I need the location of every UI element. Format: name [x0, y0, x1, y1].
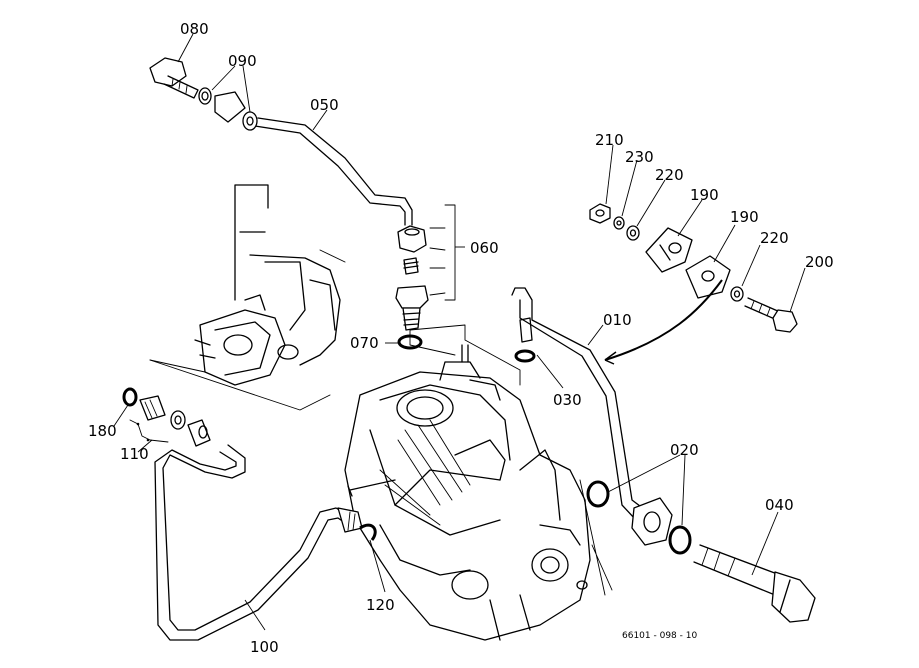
label-210: 210 [595, 131, 624, 149]
label-120: 120 [366, 596, 395, 614]
label-040: 040 [765, 496, 794, 514]
label-220-upper: 220 [655, 166, 684, 184]
bolt-200 [744, 297, 798, 333]
label-190-left: 190 [690, 186, 719, 204]
clip-120 [359, 523, 377, 541]
washer-230 [613, 216, 625, 230]
washers-090 [198, 87, 258, 131]
washer-220-right [730, 286, 744, 302]
o-ring-070 [397, 334, 423, 350]
hydraulic-pump-assembly [149, 184, 346, 411]
label-020: 020 [670, 441, 699, 459]
fittings-110 [129, 395, 211, 447]
label-220-lower: 220 [760, 229, 789, 247]
label-190-right: 190 [730, 208, 759, 226]
o-ring-180 [122, 387, 138, 407]
clamp-190-right [685, 255, 731, 299]
clamp-190-left [645, 227, 693, 273]
label-050: 050 [310, 96, 339, 114]
label-060: 060 [470, 239, 499, 257]
pipe-050 [254, 117, 413, 226]
part-labels: 080 090 050 060 070 030 010 020 040 210 … [88, 20, 834, 656]
label-010: 010 [603, 311, 632, 329]
banjo-bolt-040 [693, 544, 816, 623]
label-230: 230 [625, 148, 654, 166]
label-070: 070 [350, 334, 379, 352]
label-110: 110 [120, 445, 149, 463]
o-rings-020 [586, 480, 692, 555]
label-200: 200 [805, 253, 834, 271]
leader-lines [113, 33, 806, 631]
fitting-060 [395, 204, 456, 331]
hose-100 [154, 444, 363, 641]
transmission-case [344, 324, 613, 641]
o-ring-030 [514, 317, 536, 363]
figure-reference: 66101 - 098 - 10 [622, 631, 697, 641]
pipe-010 [511, 287, 673, 546]
label-180: 180 [88, 422, 117, 440]
label-100: 100 [250, 638, 279, 656]
banjo-bolt-080 [149, 57, 199, 99]
label-090: 090 [228, 52, 257, 70]
label-030: 030 [553, 391, 582, 409]
washer-220-left [626, 225, 640, 241]
label-080: 080 [180, 20, 209, 38]
nut-210 [589, 203, 611, 224]
